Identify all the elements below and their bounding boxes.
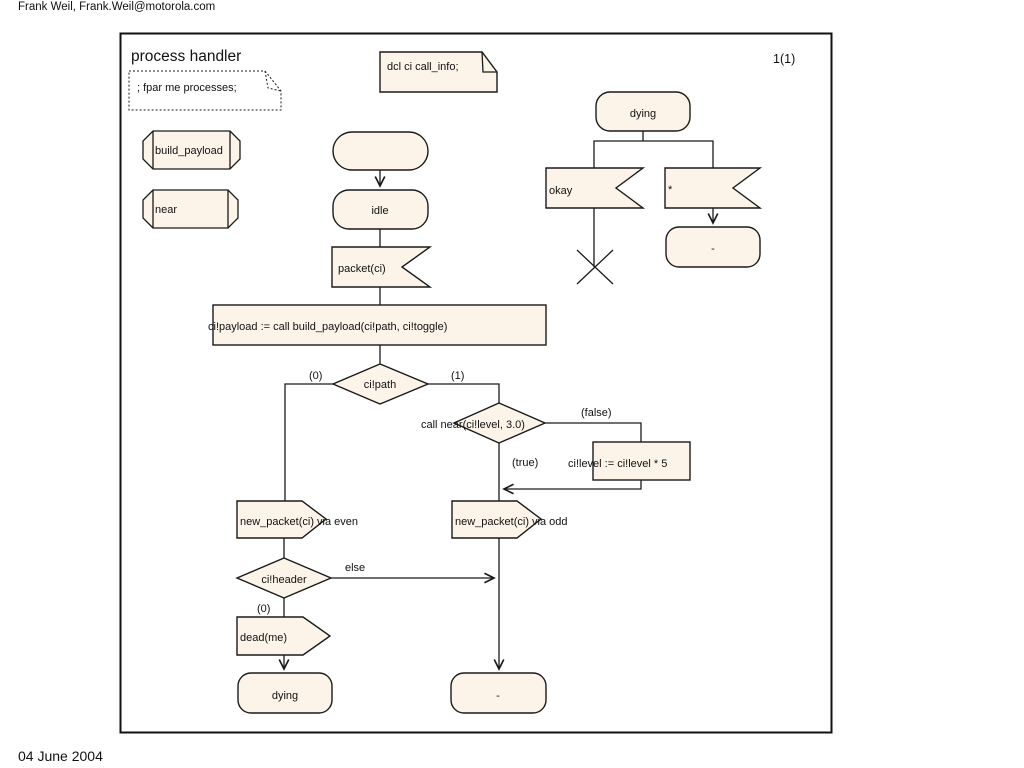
- task-ci-level-label: ci!level := ci!level * 5: [568, 458, 667, 470]
- output-dead-me-label: dead(me): [240, 632, 287, 644]
- branch-label-true: (true): [512, 457, 538, 469]
- connector-split: [593, 140, 714, 168]
- decision-ci-header-label: ci!header: [261, 574, 307, 586]
- process-title: process handler: [131, 48, 241, 65]
- process-frame: [119, 32, 833, 734]
- decision-ci-header: ci!header: [235, 557, 333, 599]
- start-symbol: [332, 131, 429, 171]
- date-line: 04 June 2004: [18, 748, 103, 764]
- input-any-signal-label: *: [668, 184, 673, 196]
- state-dash-bottom: -: [450, 672, 547, 714]
- output-dead-me: dead(me): [236, 616, 332, 656]
- branch-label-false: (false): [581, 407, 612, 419]
- dcl-text-symbol: dcl ci call_info;: [379, 51, 498, 93]
- task-build-payload-label: ci!payload := call build_payload(ci!path…: [208, 321, 447, 333]
- state-dying-top-label: dying: [630, 108, 656, 120]
- branch-label-else: else: [345, 562, 365, 574]
- state-dying-bottom: dying: [237, 672, 333, 714]
- output-new-packet-even: new_packet(ci) via even: [236, 500, 358, 539]
- output-new-packet-odd-label: new_packet(ci) via odd: [455, 516, 568, 528]
- branch-label-1: (1): [451, 370, 464, 382]
- input-packet: packet(ci): [331, 246, 433, 288]
- state-dying-bottom-label: dying: [272, 690, 298, 702]
- state-dash-top: -: [665, 226, 761, 268]
- output-new-packet-even-label: new_packet(ci) via even: [240, 516, 358, 528]
- decision-call-near: call near(ci!level, 3.0): [421, 402, 547, 444]
- decision-call-near-label: call near(ci!level, 3.0): [421, 419, 525, 431]
- decision-ci-path: ci!path: [331, 363, 430, 405]
- dcl-text: dcl ci call_info;: [387, 61, 459, 73]
- branch-label-zero: (0): [257, 603, 270, 615]
- state-dash-top-label: -: [711, 243, 715, 255]
- connector-branch-0: [284, 383, 333, 501]
- output-new-packet-odd: new_packet(ci) via odd: [451, 500, 568, 539]
- branch-label-0: (0): [309, 370, 322, 382]
- author-line: Frank Weil, Frank.Weil@motorola.com: [18, 1, 215, 13]
- task-ci-level: ci!level := ci!level * 5: [568, 441, 691, 481]
- input-okay: okay: [545, 167, 646, 209]
- connector-branch-1: [428, 383, 500, 403]
- decision-ci-path-label: ci!path: [364, 379, 396, 391]
- state-idle-label: idle: [371, 205, 388, 217]
- procedure-ref-near: near: [142, 189, 239, 229]
- procedure-ref-label: near: [155, 204, 177, 216]
- input-okay-label: okay: [549, 185, 573, 197]
- input-any-signal: *: [664, 167, 763, 209]
- stop-symbol-x: [576, 249, 614, 285]
- procedure-ref-build-payload: build_payload: [142, 130, 241, 170]
- procedure-ref-label: build_payload: [155, 145, 223, 157]
- state-dash-bottom-label: -: [496, 690, 500, 702]
- fpar-text-symbol: ; fpar me processes;: [128, 70, 282, 111]
- page-number: 1(1): [773, 52, 795, 66]
- fpar-text: ; fpar me processes;: [137, 82, 237, 94]
- task-build-payload: ci!payload := call build_payload(ci!path…: [208, 304, 547, 346]
- input-packet-label: packet(ci): [338, 263, 386, 275]
- connector-merge-false: [502, 480, 642, 495]
- state-dying-top: dying: [595, 91, 691, 132]
- connector-branch-false: [545, 422, 642, 442]
- state-idle: idle: [332, 189, 429, 230]
